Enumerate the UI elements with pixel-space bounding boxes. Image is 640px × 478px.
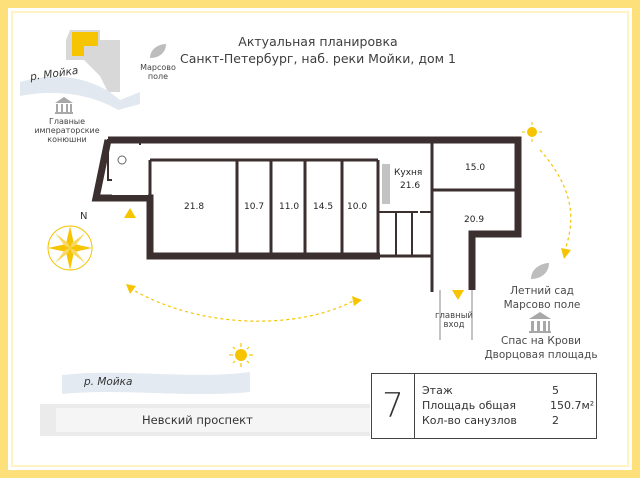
landmark-summer-garden: Летний сад Марсово поле [503, 285, 581, 311]
room-area-2: 10.7 [244, 202, 265, 212]
floor-number: 7 [372, 374, 415, 438]
info-box: 7 Этаж 5 Площадь общая 150.7м² Кол-во са… [371, 373, 597, 439]
kitchen-area: 21.6 [400, 181, 421, 191]
info-value-area: 150.7м² [550, 399, 595, 412]
river-bottom [62, 372, 250, 394]
stables-label: Главные императорские конюшни [34, 117, 100, 144]
kitchen-label: Кухня [394, 168, 423, 178]
mini-map [20, 30, 140, 110]
sun-icon [522, 122, 542, 142]
room-area-5: 10.0 [347, 202, 368, 212]
room-area-6: 15.0 [465, 163, 486, 173]
mars-field-label: Марсово поле [140, 63, 176, 81]
info-label-area: Площадь общая [422, 399, 516, 412]
sun-icon [229, 343, 253, 367]
leaf-icon [531, 263, 549, 279]
compass-icon [47, 225, 93, 271]
main-entrance-label: главный вход [435, 311, 473, 330]
info-value-bathrooms: 2 [552, 414, 559, 427]
building-icon [55, 97, 73, 114]
river-label-bottom: р. Мойка [84, 376, 133, 388]
street-label: Невский проспект [142, 413, 253, 427]
sun-path [129, 287, 356, 322]
entrance-marker [439, 290, 473, 340]
apartment-plan [91, 136, 522, 292]
side-entrance-marker [124, 208, 136, 218]
title-line-1: Актуальная планировка [238, 34, 398, 49]
info-label-floor: Этаж [422, 384, 453, 397]
leaf-icon [150, 44, 166, 58]
building-icon [529, 312, 551, 333]
room-area-7: 20.9 [464, 215, 485, 225]
info-label-bathrooms: Кол-во санузлов [422, 414, 517, 427]
title-line-2: Санкт-Петербург, наб. реки Мойки, дом 1 [179, 51, 457, 66]
landmark-savior: Спас на Крови Дворцовая площадь [484, 335, 598, 361]
room-area-3: 11.0 [279, 202, 300, 212]
plan-title: Актуальная планировка Санкт-Петербург, н… [0, 33, 640, 67]
info-value-floor: 5 [552, 384, 559, 397]
room-area-4: 14.5 [313, 202, 334, 212]
north-label: N [80, 211, 88, 222]
room-area-1: 21.8 [184, 202, 205, 212]
